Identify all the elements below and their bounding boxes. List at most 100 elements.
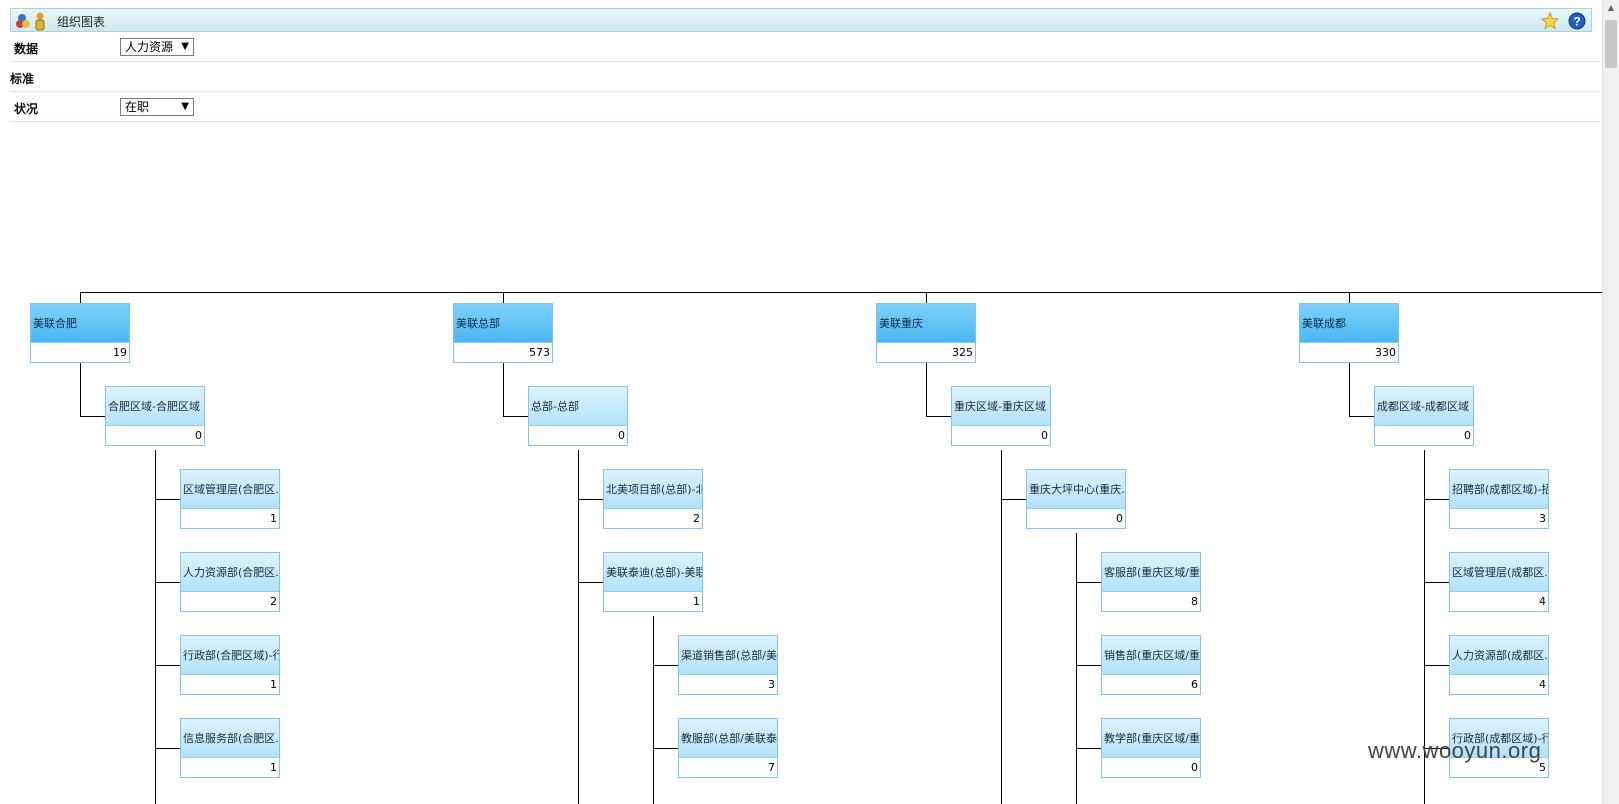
org-node-name: 合肥区域-合肥区域: [106, 387, 204, 425]
org-node-department[interactable]: 北美项目部(总部)-北...2: [603, 469, 703, 529]
org-node-count: 3: [1539, 512, 1546, 525]
org-node-divider: [1027, 508, 1125, 509]
org-node-divider: [529, 425, 627, 426]
org-node-department[interactable]: 人力资源部(合肥区... 2: [180, 552, 280, 612]
org-node-name: 人力资源部(合肥区...: [181, 553, 279, 591]
org-root-connector: [1349, 292, 1350, 303]
org-connector: [155, 582, 180, 583]
org-connector: [653, 616, 654, 804]
page-title: 组织图表: [57, 15, 106, 29]
org-connector: [926, 363, 927, 416]
org-node-divider: [1102, 674, 1200, 675]
help-icon[interactable]: ?: [1567, 11, 1587, 31]
org-connector: [1424, 499, 1449, 500]
org-node-name: 信息服务部(合肥区...: [181, 719, 279, 757]
org-connector: [1076, 665, 1101, 666]
org-node-divider: [679, 757, 777, 758]
org-node-divider: [1450, 591, 1548, 592]
org-node-divider: [1102, 757, 1200, 758]
chevron-down-icon: ▼: [181, 101, 189, 112]
org-node-divider: [604, 591, 702, 592]
org-node-team[interactable]: 渠道销售部(总部/美...3: [678, 635, 778, 695]
data-select-value: 人力资源: [125, 40, 174, 54]
org-node-team[interactable]: 教学部(重庆区域/重... 0: [1101, 718, 1201, 778]
org-node-department[interactable]: 行政部(合肥区域)-行...1: [180, 635, 280, 695]
org-node-department[interactable]: 人力资源部(成都区...4: [1449, 635, 1549, 695]
org-connector: [653, 665, 678, 666]
org-node-divider: [181, 674, 279, 675]
org-node-name: 美联泰迪(总部)-美联...: [604, 553, 702, 591]
org-node-count: 4: [1539, 595, 1546, 608]
org-node-divider: [679, 674, 777, 675]
org-node-count: 5: [1539, 761, 1546, 774]
org-node-divider: [1102, 591, 1200, 592]
scroll-thumb[interactable]: [1605, 20, 1617, 68]
org-connector: [1349, 416, 1374, 417]
org-node-region[interactable]: 合肥区域-合肥区域 0: [105, 386, 205, 446]
org-node-department[interactable]: 区域管理层(成都区...4: [1449, 552, 1549, 612]
org-node-divider: [454, 342, 552, 343]
org-connector: [1076, 533, 1077, 804]
org-connector: [1076, 748, 1101, 749]
org-node-name: 重庆区域-重庆区域: [952, 387, 1050, 425]
org-node-divider: [1375, 425, 1473, 426]
org-node-name: 人力资源部(成都区...: [1450, 636, 1548, 674]
org-node-team[interactable]: 客服部(重庆区域/重...8: [1101, 552, 1201, 612]
scroll-up-icon[interactable]: ▲: [1607, 3, 1615, 12]
org-node-department[interactable]: 重庆大坪中心(重庆...0: [1026, 469, 1126, 529]
org-connector: [653, 748, 678, 749]
org-node-name: 美联总部: [454, 304, 552, 342]
org-top-connector: [80, 292, 1602, 293]
org-node-divider: [1450, 674, 1548, 675]
status-select-value: 在职: [125, 100, 150, 114]
data-select[interactable]: 人力资源 ▼: [120, 38, 194, 56]
org-node-name: 美联成都: [1300, 304, 1398, 342]
org-connector: [503, 363, 504, 416]
org-node-team[interactable]: 销售部(重庆区域/重... 6: [1101, 635, 1201, 695]
org-node-department[interactable]: 信息服务部(合肥区...1: [180, 718, 280, 778]
org-node-divider: [181, 591, 279, 592]
org-node-department[interactable]: 区域管理层(合肥区...1: [180, 469, 280, 529]
star-icon[interactable]: [1539, 10, 1561, 32]
org-connector: [1424, 582, 1449, 583]
status-select[interactable]: 在职 ▼: [120, 98, 194, 116]
org-node-count: 2: [270, 595, 277, 608]
org-root-connector: [80, 292, 81, 303]
org-node-name: 区域管理层(合肥区...: [181, 470, 279, 508]
org-node-department[interactable]: 美联泰迪(总部)-美联...1: [603, 552, 703, 612]
standard-label: 标准: [10, 72, 35, 86]
org-node-divider: [1450, 508, 1548, 509]
org-node-count: 0: [1191, 761, 1198, 774]
org-connector: [1076, 582, 1101, 583]
status-filter-row: 状况 在职 ▼: [10, 92, 1600, 122]
org-node-divider: [952, 425, 1050, 426]
org-node-count: 1: [270, 678, 277, 691]
org-node-divider: [877, 342, 975, 343]
org-node-name: 美联重庆: [877, 304, 975, 342]
org-node-name: 招聘部(成都区域)-招...: [1450, 470, 1548, 508]
org-node-divider: [181, 508, 279, 509]
org-node-count: 0: [1041, 429, 1048, 442]
org-node-region[interactable]: 重庆区域-重庆区域 0: [951, 386, 1051, 446]
org-node-count: 0: [195, 429, 202, 442]
org-connector: [578, 582, 603, 583]
org-connector: [1349, 363, 1350, 416]
org-node-department[interactable]: 行政部(成都区域)-行...5: [1449, 718, 1549, 778]
org-node-name: 销售部(重庆区域/重...: [1102, 636, 1200, 674]
org-connector: [155, 450, 156, 804]
org-connector: [578, 450, 579, 804]
vertical-scrollbar[interactable]: ▲: [1602, 0, 1619, 804]
org-node-team[interactable]: 教服部(总部/美联泰...7: [678, 718, 778, 778]
org-connector: [80, 363, 81, 416]
org-node-department[interactable]: 招聘部(成都区域)-招... 3: [1449, 469, 1549, 529]
app-icon: [15, 11, 51, 31]
org-node-name: 教学部(重庆区域/重...: [1102, 719, 1200, 757]
org-node-count: 6: [1191, 678, 1198, 691]
